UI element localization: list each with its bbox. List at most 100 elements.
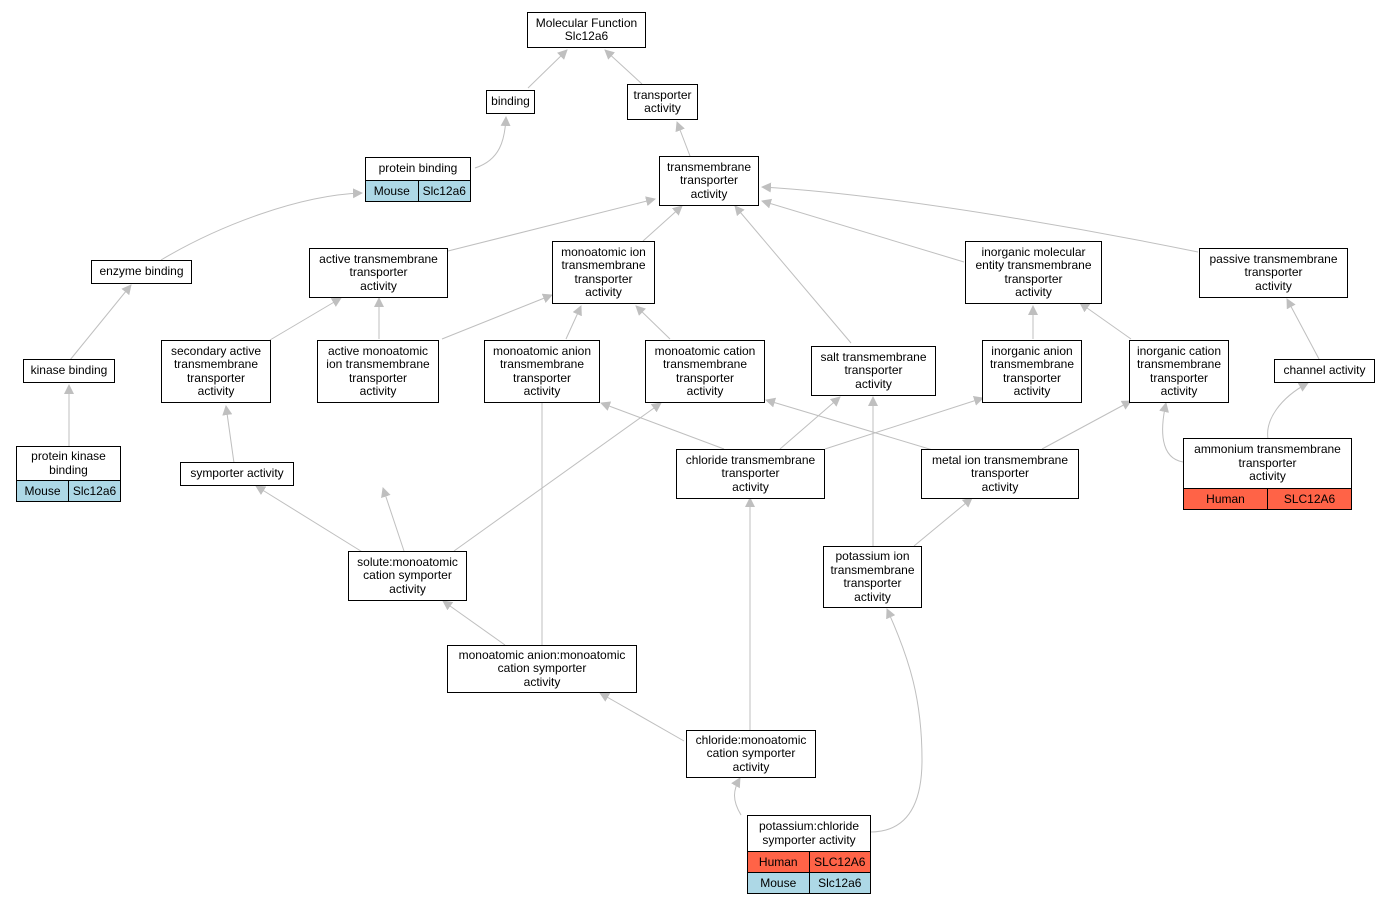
go-term-chloride-mono-cation-sym[interactable]: chloride:monoatomic cation symporter act… xyxy=(686,730,816,778)
edge xyxy=(222,405,235,464)
go-term-enzyme-binding[interactable]: enzyme binding xyxy=(91,260,192,284)
annotation-row-mouse: Mouse Slc12a6 xyxy=(366,180,470,201)
species-cell: Mouse xyxy=(373,184,410,198)
annotation-row-mouse: Mouse Slc12a6 xyxy=(17,480,120,501)
go-term-label: monoatomic anion transmembrane transport… xyxy=(492,343,592,398)
go-term-label: salt transmembrane transporter activity xyxy=(820,349,927,391)
edge xyxy=(824,396,984,450)
edge xyxy=(599,692,685,742)
edge xyxy=(765,397,937,452)
go-term-label: enzyme binding xyxy=(99,264,184,279)
go-term-label: active transmembrane transporter activit… xyxy=(319,251,438,293)
go-term-label: inorganic anion transmembrane transporte… xyxy=(989,343,1075,398)
go-term-label: transporter activity xyxy=(633,87,692,115)
edge xyxy=(600,401,725,450)
edge xyxy=(255,485,365,554)
edge xyxy=(675,121,691,157)
go-term-salt-tmt[interactable]: salt transmembrane transporter activity xyxy=(811,346,936,396)
go-term-label: symporter activity xyxy=(190,466,284,481)
edge xyxy=(1041,400,1132,450)
go-term-label: inorganic cation transmembrane transport… xyxy=(1136,343,1222,398)
gene-cell: Slc12a6 xyxy=(417,181,471,201)
go-term-passive-tmt[interactable]: passive transmembrane transporter activi… xyxy=(1199,248,1348,298)
edge xyxy=(761,182,1199,253)
go-term-label: Molecular Function Slc12a6 xyxy=(535,15,638,43)
edge xyxy=(527,49,568,89)
go-term-label: chloride:monoatomic cation symporter act… xyxy=(695,732,807,774)
go-term-label: protein kinase binding xyxy=(31,449,106,477)
go-term-kinase-binding[interactable]: kinase binding xyxy=(23,359,115,383)
edge xyxy=(1159,402,1184,463)
go-term-ammonium-tmt[interactable]: ammonium transmembrane transporter activ… xyxy=(1183,438,1352,510)
go-term-label: monoatomic ion transmembrane transporter… xyxy=(561,244,646,299)
edge xyxy=(734,205,852,344)
go-term-mf[interactable]: Molecular Function Slc12a6 xyxy=(527,12,646,48)
go-term-label: monoatomic cation transmembrane transpor… xyxy=(654,343,756,398)
go-term-chloride-tmt[interactable]: chloride transmembrane transporter activ… xyxy=(676,449,825,499)
go-term-inorg-cation-tmt[interactable]: inorganic cation transmembrane transport… xyxy=(1129,340,1229,403)
edge xyxy=(779,396,841,450)
go-term-tmt[interactable]: transmembrane transporter activity xyxy=(659,156,759,206)
gene-cell: SLC12A6 xyxy=(808,852,871,872)
edge xyxy=(69,284,132,361)
edge xyxy=(442,600,506,646)
edge xyxy=(441,293,553,340)
edge xyxy=(869,608,923,833)
go-term-channel[interactable]: channel activity xyxy=(1274,359,1375,383)
gene-cell: Slc12a6 xyxy=(68,481,120,501)
go-term-label: protein binding xyxy=(378,161,458,176)
go-term-label: solute:monoatomic cation symporter activ… xyxy=(357,554,458,596)
go-term-label: potassium ion transmembrane transporter … xyxy=(830,549,915,604)
go-term-label: chloride transmembrane transporter activ… xyxy=(685,452,816,494)
species-cell: Mouse xyxy=(24,484,61,498)
go-term-label: binding xyxy=(491,94,530,109)
go-term-mono-anion-mono-cation-sym[interactable]: monoatomic anion:monoatomic cation sympo… xyxy=(447,645,637,693)
go-term-label: active monoatomic ion transmembrane tran… xyxy=(326,343,430,398)
go-term-label: kinase binding xyxy=(30,363,108,378)
go-term-metal-ion-tmt[interactable]: metal ion transmembrane transporter acti… xyxy=(921,449,1079,499)
gene-cell: SLC12A6 xyxy=(1267,489,1351,509)
go-term-inorg-mol-tmt[interactable]: inorganic molecular entity transmembrane… xyxy=(965,241,1102,304)
edge xyxy=(381,487,405,552)
edge xyxy=(642,205,683,242)
go-term-mono-cation-tmt[interactable]: monoatomic cation transmembrane transpor… xyxy=(645,340,765,403)
go-term-label: secondary active transmembrane transport… xyxy=(170,343,262,398)
go-term-active-tmt[interactable]: active transmembrane transporter activit… xyxy=(309,248,448,298)
go-term-active-mono-ion-tmt[interactable]: active monoatomic ion transmembrane tran… xyxy=(317,340,439,403)
go-term-sec-active-tmt[interactable]: secondary active transmembrane transport… xyxy=(161,340,271,403)
species-cell: Mouse xyxy=(760,876,797,890)
go-term-symporter[interactable]: symporter activity xyxy=(180,462,294,486)
species-cell: Human xyxy=(1206,492,1245,506)
edge xyxy=(635,305,671,340)
go-term-inorg-anion-tmt[interactable]: inorganic anion transmembrane transporte… xyxy=(982,340,1082,403)
go-term-label: potassium:chloride symporter activity xyxy=(758,819,860,847)
edge xyxy=(731,777,742,816)
edge xyxy=(761,198,965,263)
edge xyxy=(913,497,973,547)
edge xyxy=(160,188,363,261)
annotation-row-human: Human SLC12A6 xyxy=(1184,488,1351,509)
edge xyxy=(1267,382,1309,440)
edge xyxy=(474,116,511,169)
go-term-binding[interactable]: binding xyxy=(486,90,535,114)
edge xyxy=(1286,298,1320,360)
go-term-label: channel activity xyxy=(1283,363,1366,378)
go-term-label: metal ion transmembrane transporter acti… xyxy=(931,452,1069,494)
go-term-solute-mono-cation-sym[interactable]: solute:monoatomic cation symporter activ… xyxy=(348,551,467,601)
go-term-transporter[interactable]: transporter activity xyxy=(627,84,698,120)
edge xyxy=(1079,302,1132,340)
go-term-label: passive transmembrane transporter activi… xyxy=(1209,251,1338,293)
edge xyxy=(453,402,662,552)
go-term-mono-ion-tmt[interactable]: monoatomic ion transmembrane transporter… xyxy=(552,241,655,304)
go-term-label: inorganic molecular entity transmembrane… xyxy=(975,244,1092,299)
go-term-mono-anion-tmt[interactable]: monoatomic anion transmembrane transport… xyxy=(484,340,600,403)
go-term-potassium-ion-tmt[interactable]: potassium ion transmembrane transporter … xyxy=(823,546,922,608)
go-term-label: monoatomic anion:monoatomic cation sympo… xyxy=(458,647,626,689)
go-term-label: transmembrane transporter activity xyxy=(666,159,752,201)
